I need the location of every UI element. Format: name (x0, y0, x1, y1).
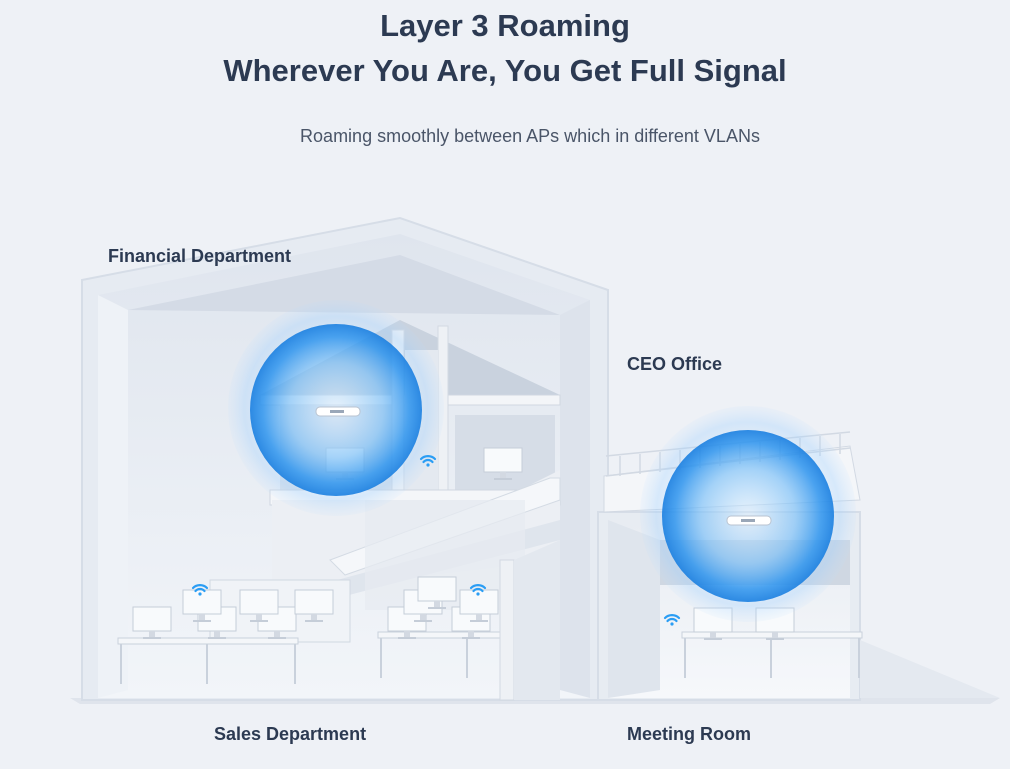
page-title-line-2: Wherever You Are, You Get Full Signal (223, 53, 787, 88)
zone-label-sales: Sales Department (214, 724, 367, 744)
page-title-line-1: Layer 3 Roaming (380, 8, 630, 43)
access-point-icon (726, 515, 772, 526)
zone-label-meeting: Meeting Room (627, 724, 751, 744)
signal-coverage-ceo (640, 406, 856, 622)
access-point-icon (315, 406, 361, 417)
zone-label-ceo: CEO Office (627, 354, 723, 374)
page-subtitle: Roaming smoothly between APs which in di… (300, 126, 760, 146)
zone-label-financial: Financial Department (108, 246, 292, 266)
